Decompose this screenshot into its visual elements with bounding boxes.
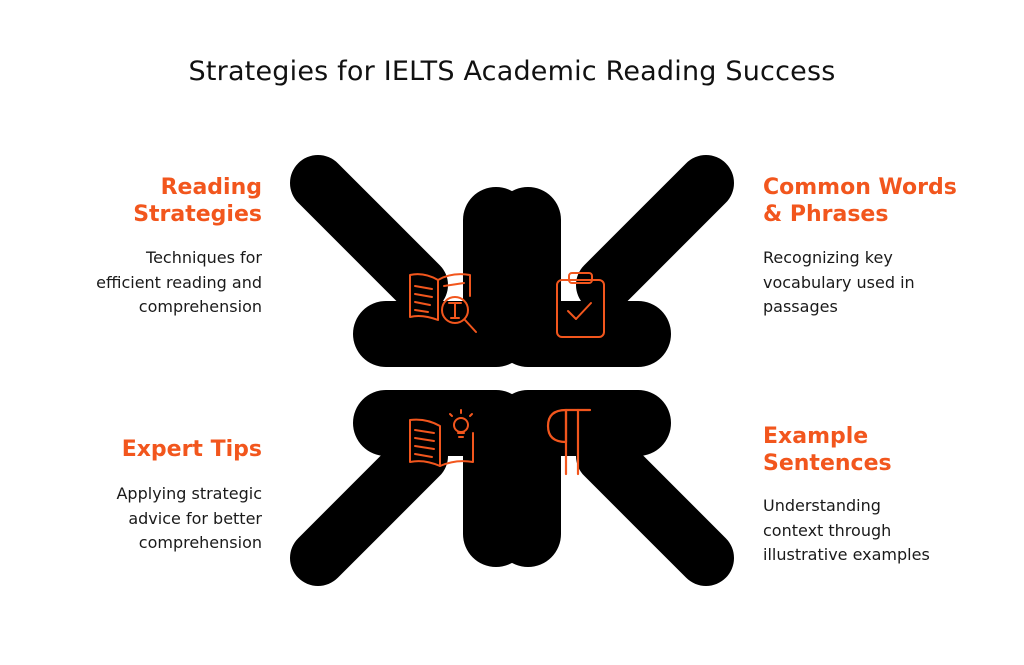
common-words-heading: Common Words & Phrases	[763, 175, 957, 227]
expert-tips-heading: Expert Tips	[121, 437, 262, 462]
page-title: Strategies for IELTS Academic Reading Su…	[188, 56, 836, 87]
arrow-top-right	[495, 155, 734, 367]
clipboard-check-icon	[556, 272, 605, 338]
arrow-bottom-left	[290, 390, 529, 586]
book-magnifier-icon	[409, 273, 477, 333]
reading-strategies-description: Techniques for efficient reading and com…	[96, 248, 262, 316]
arrow-top-left	[290, 155, 529, 367]
expert-tips-description: Applying strategic advice for better com…	[116, 484, 262, 552]
reading-strategies-heading: Reading Strategies	[133, 175, 262, 227]
book-lightbulb-icon	[409, 409, 474, 467]
example-sentences-description: Understanding context through illustrati…	[763, 496, 930, 564]
arrow-bottom-right	[495, 390, 734, 586]
pilcrow-icon	[546, 408, 592, 476]
common-words-description: Recognizing key vocabulary used in passa…	[763, 248, 915, 316]
example-sentences-heading: Example Sentences	[763, 424, 892, 476]
